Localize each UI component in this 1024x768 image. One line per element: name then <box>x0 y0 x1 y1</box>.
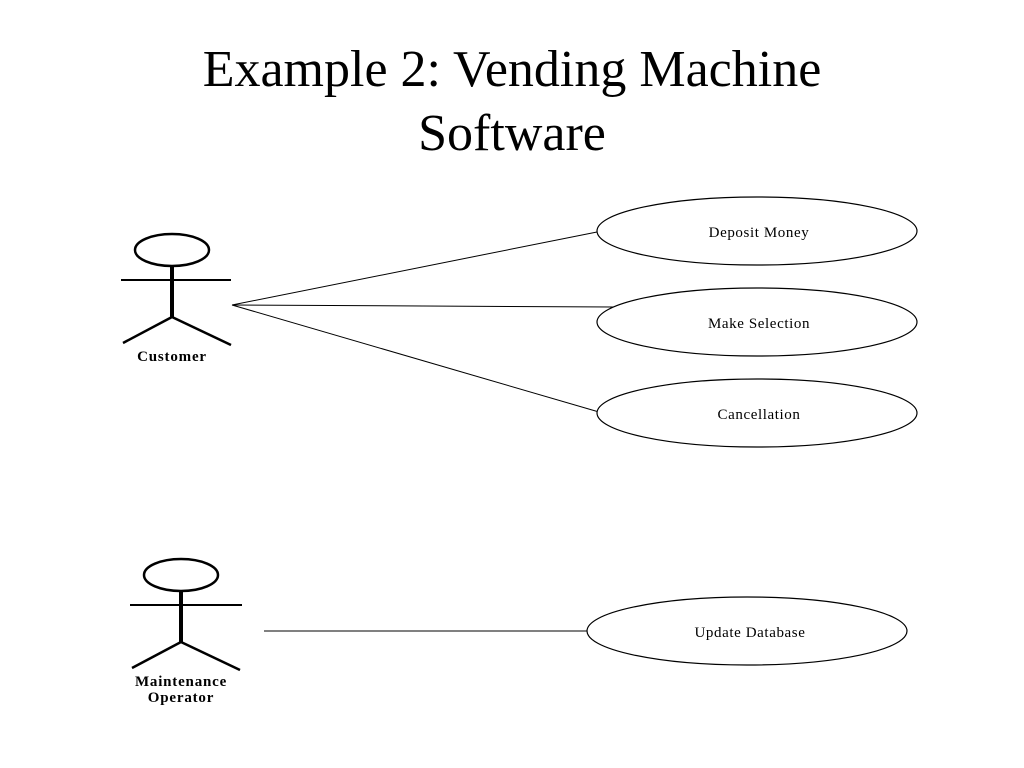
stick-figure-icon <box>121 232 232 347</box>
association-customer-cancellation <box>231 304 600 413</box>
actor-customer: Customer <box>121 232 232 365</box>
use-case-make-selection: Make Selection <box>596 287 918 357</box>
association-customer-deposit-money <box>231 231 598 306</box>
use-case-update-database-label: Update Database <box>694 625 805 641</box>
use-case-make-selection-label: Make Selection <box>708 316 810 332</box>
title-line-1: Example 2: Vending Machine <box>202 41 822 98</box>
use-case-update-database: Update Database <box>586 596 908 666</box>
association-customer-make-selection <box>231 304 615 308</box>
associations <box>231 231 615 632</box>
title-line-2: Software <box>418 105 606 162</box>
use-case-deposit-money-label: Deposit Money <box>709 225 810 241</box>
slide-title: Example 2: Vending Machine Software <box>0 38 1024 166</box>
actor-customer-label: Customer <box>137 349 207 365</box>
stick-figure-icon <box>130 557 242 672</box>
use-case-cancellation: Cancellation <box>596 378 918 448</box>
actor-maintenance-operator: Maintenance Operator <box>130 557 242 706</box>
use-case-deposit-money: Deposit Money <box>596 196 918 266</box>
actor-operator-label-line-1: Maintenance <box>135 674 227 690</box>
actor-operator-label-line-2: Operator <box>148 690 214 706</box>
use-case-cancellation-label: Cancellation <box>717 407 800 423</box>
